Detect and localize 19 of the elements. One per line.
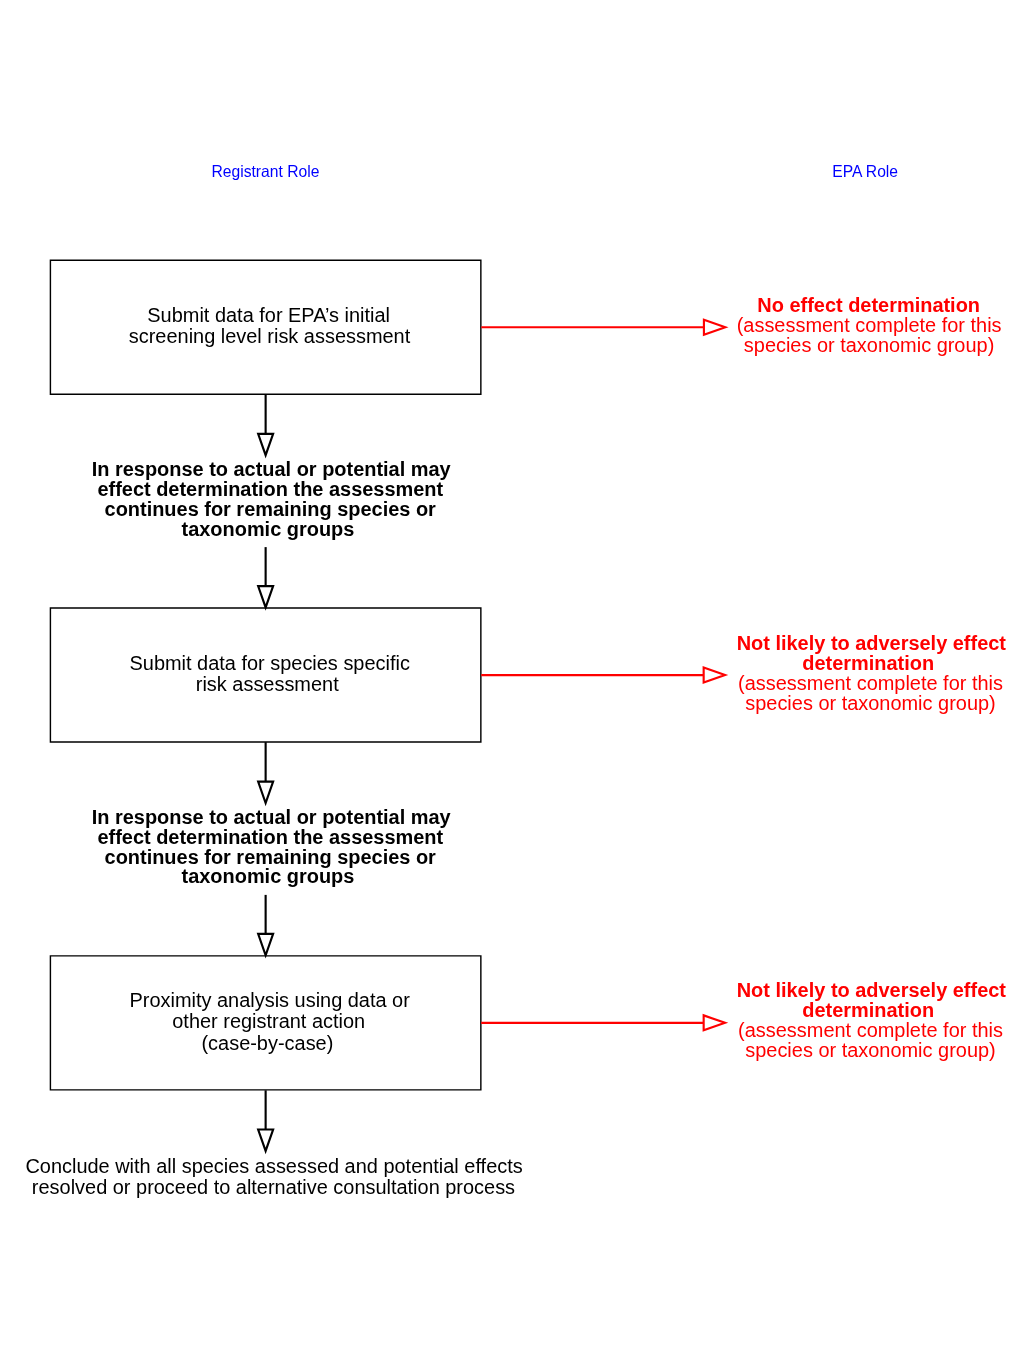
arrow	[256, 547, 275, 611]
node-text: Conclude with all species assessed and potential effects resolved or proceed to alternative consultation process	[25, 1154, 523, 1199]
arrow	[256, 1090, 275, 1155]
arrow	[256, 742, 275, 807]
label: EPA Role	[832, 163, 899, 181]
arrow	[256, 394, 275, 459]
node-box: Submit data for EPA’s initial screening level risk assessment	[49, 259, 482, 395]
arrow	[256, 894, 275, 959]
node-box: Submit data for species specific risk assessment	[49, 607, 482, 743]
node-text: Not likely to adversely effect determination (assessment complete for this species or taxonomic group)	[736, 979, 1006, 1062]
label: Registrant Role	[211, 163, 320, 181]
node-text: Not likely to adversely effect determination (assessment complete for this species or taxonomic group)	[736, 631, 1006, 714]
arrow	[481, 666, 729, 685]
arrow	[481, 1013, 729, 1032]
arrow	[481, 318, 729, 337]
node-box: Proximity analysis using data or other registrant action (case-by-case)	[49, 955, 482, 1091]
node-text: No effect determination (assessment complete for this species or taxonomic group)	[736, 293, 1002, 356]
node-text: In response to actual or potential may effect determination the assessment continues for remaining species or taxonomic groups	[91, 457, 451, 540]
node-text: In response to actual or potential may effect determination the assessment continues for remaining species or taxonomic groups	[91, 805, 451, 888]
